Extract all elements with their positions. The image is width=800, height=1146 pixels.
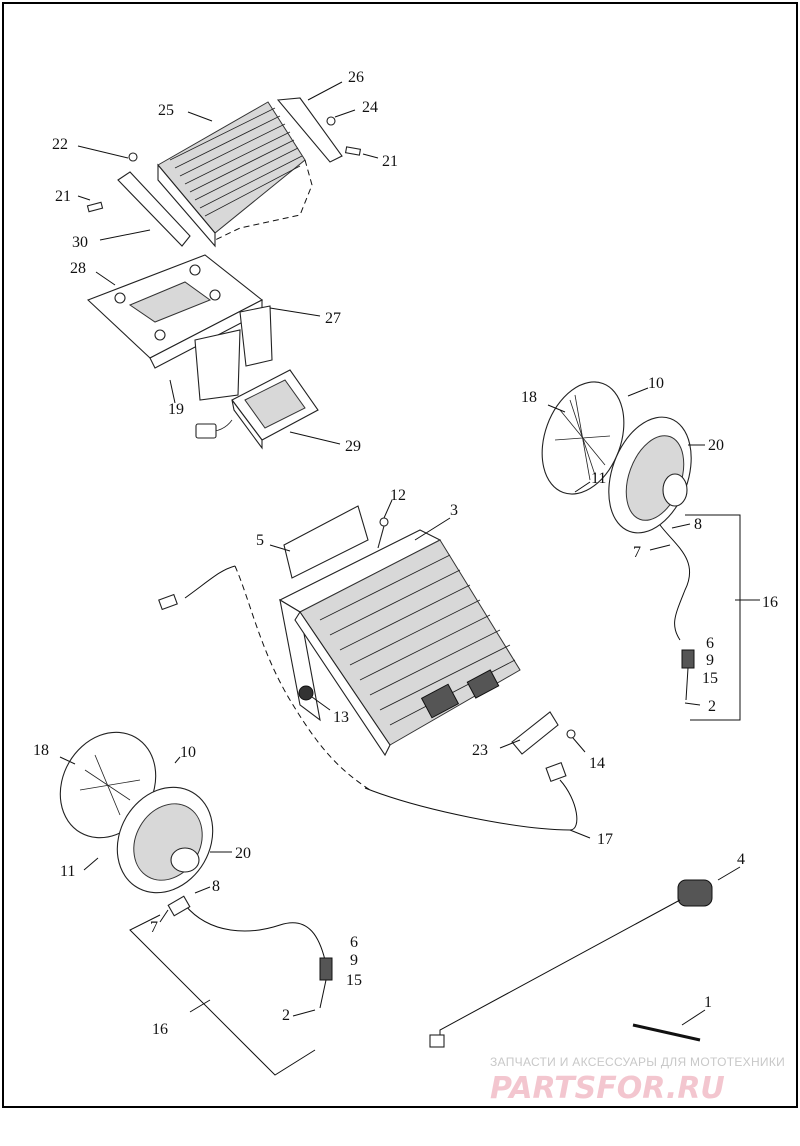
callout-9-right: 9 — [706, 652, 714, 669]
mounting-plate — [86, 254, 273, 401]
callout-11-left: 11 — [60, 863, 75, 880]
bracket-23 — [511, 711, 559, 755]
callout-labels: 1 2 2 3 4 5 6 9 15 6 9 15 7 7 8 8 10 10 … — [33, 69, 778, 1038]
callout-8-right: 8 — [694, 516, 702, 533]
callout-29: 29 — [345, 438, 361, 455]
callout-14: 14 — [589, 755, 605, 772]
leader-lines — [59, 81, 760, 1026]
callout-26: 26 — [348, 69, 364, 86]
callout-2-left: 2 — [282, 1007, 290, 1024]
callout-19: 19 — [168, 401, 184, 418]
callout-5: 5 — [256, 532, 264, 549]
callout-23: 23 — [472, 742, 488, 759]
screws-upper — [86, 116, 362, 213]
screw-12 — [377, 517, 389, 549]
callout-16-left: 16 — [152, 1021, 168, 1038]
antenna-cable — [158, 565, 578, 831]
watermark: ЗАПЧАСТИ И АКСЕССУАРЫ ДЛЯ МОТОТЕХНИКИ PA… — [490, 1055, 785, 1106]
callout-20-left: 20 — [235, 845, 251, 862]
callout-7-right: 7 — [633, 544, 641, 561]
bracket-left — [117, 171, 191, 247]
callout-2-right: 2 — [708, 698, 716, 715]
callout-11-right: 11 — [591, 470, 606, 487]
callout-28: 28 — [70, 260, 86, 277]
callout-15-right: 15 — [702, 670, 718, 687]
grommet — [298, 685, 314, 701]
screw-14 — [566, 729, 576, 739]
callout-6-left: 6 — [350, 934, 358, 951]
callout-7-left: 7 — [150, 919, 158, 936]
radio-head-unit — [278, 529, 521, 757]
callout-17: 17 — [597, 831, 613, 848]
speaker-right — [541, 381, 695, 701]
gps-antenna — [429, 879, 713, 1048]
callout-1: 1 — [704, 994, 712, 1011]
callout-15-left: 15 — [346, 972, 362, 989]
callout-10-left: 10 — [180, 744, 196, 761]
callout-24: 24 — [362, 99, 378, 116]
callout-21-right: 21 — [382, 153, 398, 170]
callout-22: 22 — [52, 136, 68, 153]
label-plate — [283, 505, 369, 579]
callout-9-left: 9 — [350, 952, 358, 969]
callout-27: 27 — [325, 310, 341, 327]
cable-tie — [632, 1023, 701, 1042]
amplifier-upper — [157, 101, 313, 248]
callout-18-right: 18 — [521, 389, 537, 406]
callout-18-left: 18 — [33, 742, 49, 759]
callout-13: 13 — [333, 709, 349, 726]
control-module — [195, 369, 319, 450]
bracket-right — [276, 97, 343, 163]
callout-20-right: 20 — [708, 437, 724, 454]
callout-3: 3 — [450, 502, 458, 519]
diagram-border — [2, 2, 798, 1108]
callout-6-right: 6 — [706, 635, 714, 652]
watermark-tagline: ЗАПЧАСТИ И АКСЕССУАРЫ ДЛЯ МОТОТЕХНИКИ — [490, 1055, 785, 1069]
callout-10-right: 10 — [648, 375, 664, 392]
callout-4: 4 — [737, 851, 745, 868]
callout-21-left: 21 — [55, 188, 71, 205]
callout-12: 12 — [390, 487, 406, 504]
callout-30: 30 — [72, 234, 88, 251]
callout-25: 25 — [158, 102, 174, 119]
callout-8-left: 8 — [212, 878, 220, 895]
speaker-left — [59, 731, 333, 1009]
watermark-logo: PARTSFOR.RU — [490, 1071, 725, 1106]
callout-16-right: 16 — [762, 594, 778, 611]
